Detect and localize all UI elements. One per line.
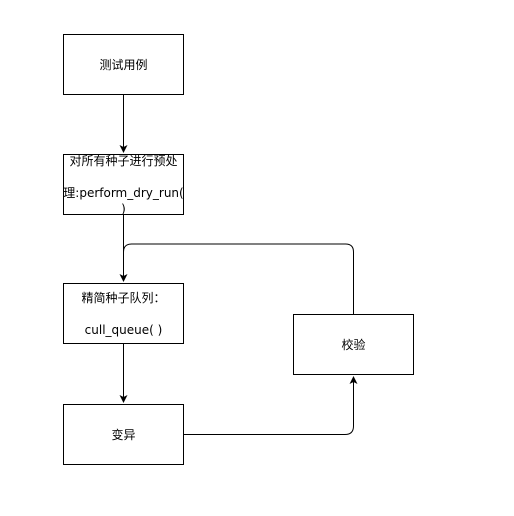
node-cull-queue-label-line-2: cull_queue( ) (84, 322, 163, 337)
node-mutate-label: 变异 (111, 427, 136, 442)
node-preprocess-label: 对所有种子进行预处 理:perform_dry_run( ) (63, 137, 183, 233)
node-preprocess-label-line-2: 理:perform_dry_run( ) (63, 185, 184, 216)
node-preprocess: 对所有种子进行预处 理:perform_dry_run( ) (63, 154, 184, 216)
node-cull-queue-label: 精简种子队列： cull_queue( ) (81, 274, 165, 354)
node-mutate: 变异 (63, 404, 184, 465)
node-validate-label: 校验 (341, 337, 366, 352)
node-test-cases-label: 测试用例 (99, 57, 148, 72)
node-cull-queue: 精简种子队列： cull_queue( ) (63, 283, 184, 344)
edge-validate-loop-back (123, 243, 354, 314)
node-preprocess-label-line-1: 对所有种子进行预处 (69, 153, 178, 168)
node-cull-queue-label-line-1: 精简种子队列： (81, 290, 166, 305)
node-test-cases: 测试用例 (63, 34, 184, 95)
node-validate: 校验 (293, 314, 414, 375)
edge-mutate-to-validate (184, 376, 358, 435)
